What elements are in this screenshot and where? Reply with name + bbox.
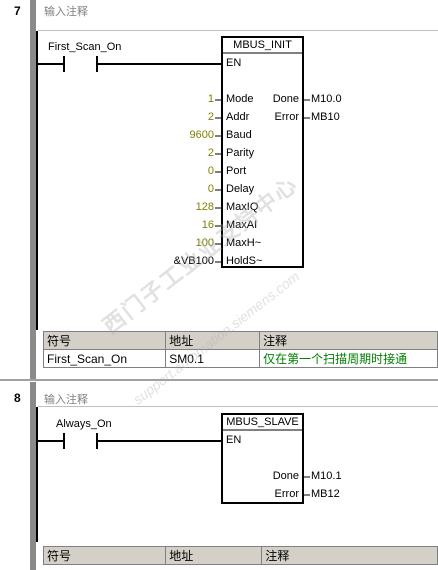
pin-baud: Baud <box>226 129 252 141</box>
symbol-table: 符号 地址 注释 First_Scan_On SM0.1 仅在第一个扫描周期时接… <box>42 331 438 368</box>
symbol-table-header: 符号 地址 注释 <box>42 331 438 350</box>
address-cell: SM0.1 <box>165 349 261 368</box>
network-8[interactable]: 8 输入注释 Always_On MBUS_SLAVE EN Done Erro… <box>0 382 438 570</box>
block-title: MBUS_SLAVE <box>226 416 299 428</box>
output-error-value[interactable]: MB12 <box>311 488 340 500</box>
header-symbol: 符号 <box>42 546 167 565</box>
input-delay-value[interactable]: 0 <box>207 183 214 195</box>
pin-maxiq: MaxIQ <box>226 201 259 213</box>
symbol-table-header: 符号 地址 注释 <box>42 546 438 565</box>
en-pin: EN <box>226 434 242 446</box>
pin-done: Done <box>272 470 299 482</box>
mbus-init-block[interactable]: MBUS_INIT EN Mode Addr Baud Parity Port … <box>222 37 303 267</box>
network-rail <box>30 382 36 570</box>
pin-mode: Mode <box>226 93 254 105</box>
power-rail <box>36 407 38 542</box>
pin-parity: Parity <box>226 147 255 159</box>
pin-maxai: MaxAI <box>226 219 258 231</box>
contact-first-scan-on[interactable] <box>62 54 100 74</box>
input-maxai-value[interactable]: 16 <box>201 219 214 231</box>
symbol-table: 符号 地址 注释 <box>42 546 438 565</box>
ladder-wiring <box>38 36 310 268</box>
pin-done: Done <box>272 93 299 105</box>
pin-port: Port <box>226 165 247 177</box>
input-parity-value[interactable]: 2 <box>207 147 214 159</box>
ladder-wiring <box>38 413 310 504</box>
input-holdstart-value[interactable]: &VB100 <box>173 255 214 267</box>
input-addr-value[interactable]: 2 <box>207 111 214 123</box>
pin-maxhold: MaxH~ <box>226 237 262 249</box>
network-divider <box>0 379 438 381</box>
network-comment[interactable]: 输入注释 <box>44 394 88 406</box>
output-done-value[interactable]: M10.1 <box>311 470 342 482</box>
en-pin: EN <box>226 57 242 69</box>
comment-separator <box>38 406 438 407</box>
input-port-value[interactable]: 0 <box>207 165 214 177</box>
pin-holdstart: HoldS~ <box>226 255 263 267</box>
pin-error: Error <box>274 111 299 123</box>
input-maxiq-value[interactable]: 128 <box>195 201 214 213</box>
table-row: First_Scan_On SM0.1 仅在第一个扫描周期时接通 <box>42 349 438 368</box>
comment-cell: 仅在第一个扫描周期时接通 <box>259 349 438 368</box>
header-address: 地址 <box>165 331 261 350</box>
mbus-slave-block[interactable]: MBUS_SLAVE EN Done Error <box>222 414 303 503</box>
network-number: 8 <box>14 391 21 405</box>
input-baud-value[interactable]: 9600 <box>189 129 214 141</box>
header-comment: 注释 <box>261 546 438 565</box>
header-symbol: 符号 <box>42 331 167 350</box>
pin-addr: Addr <box>226 111 250 123</box>
pin-delay: Delay <box>226 183 255 195</box>
input-mode-value[interactable]: 1 <box>207 93 214 105</box>
contact-label[interactable]: First_Scan_On <box>48 41 122 53</box>
comment-separator <box>38 30 438 31</box>
network-comment[interactable]: 输入注释 <box>44 6 88 18</box>
power-rail <box>36 31 38 330</box>
input-maxhold-value[interactable]: 100 <box>195 237 214 249</box>
network-7[interactable]: 7 输入注释 First_Scan_On MBUS_INIT <box>0 0 438 380</box>
header-comment: 注释 <box>259 331 438 350</box>
output-error-value[interactable]: MB10 <box>311 111 340 123</box>
contact-label[interactable]: Always_On <box>56 418 112 430</box>
symbol-cell: First_Scan_On <box>42 349 167 368</box>
output-done-value[interactable]: M10.0 <box>311 93 342 105</box>
pin-error: Error <box>274 488 299 500</box>
block-title: MBUS_INIT <box>233 39 292 51</box>
contact-always-on[interactable] <box>62 431 100 451</box>
network-rail <box>30 0 36 380</box>
header-address: 地址 <box>165 546 263 565</box>
network-number: 7 <box>14 4 21 18</box>
